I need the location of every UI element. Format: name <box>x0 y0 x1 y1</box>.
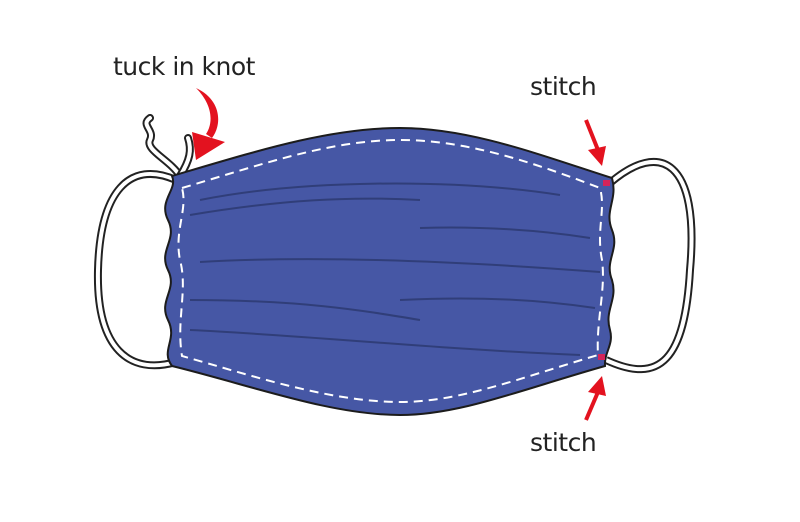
arrow-stitch-top <box>584 119 606 166</box>
arrow-stitch-bottom <box>584 376 606 421</box>
stitch-line <box>177 138 604 404</box>
pleat-lines <box>189 182 601 356</box>
label-stitch-top: stitch <box>530 72 597 101</box>
label-tuck-in-knot: tuck in knot <box>113 52 255 81</box>
mask-body <box>164 126 616 417</box>
stitch-mark-bottom <box>598 354 605 360</box>
stitch-mark-top <box>603 180 610 186</box>
arrow-knot <box>192 88 225 160</box>
label-stitch-bottom: stitch <box>530 428 597 457</box>
right-ear-loop <box>604 158 696 374</box>
